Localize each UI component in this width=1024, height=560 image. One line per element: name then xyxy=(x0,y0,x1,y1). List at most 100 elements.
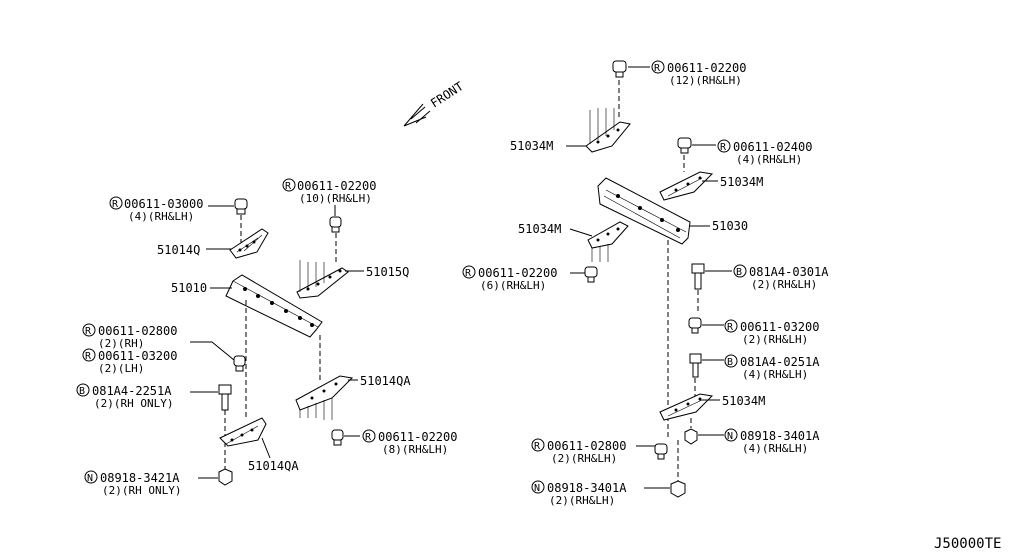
nut-icon xyxy=(684,428,698,445)
clip-icon xyxy=(612,60,627,78)
part-code: 00611-03000 xyxy=(124,197,203,211)
clip-mark-icon: R xyxy=(82,323,96,337)
svg-text:R: R xyxy=(285,181,292,192)
part-number: 51015Q xyxy=(366,265,409,279)
part-code: 081A4-2251A xyxy=(92,384,172,398)
clip-icon xyxy=(677,137,692,154)
part-number: 51034M xyxy=(518,222,561,236)
part-number: 51014QA xyxy=(248,459,299,473)
clip-icon: R xyxy=(282,178,296,192)
part-qty: (2)(RH&LH) xyxy=(551,452,617,465)
svg-text:R: R xyxy=(654,63,661,74)
part-code: 00611-02200 xyxy=(297,179,376,193)
front-arrow-icon xyxy=(403,103,431,127)
clip-mark-icon: R xyxy=(651,60,665,74)
nut-mark-icon: N xyxy=(724,428,738,442)
bolt-mark-icon: B xyxy=(76,383,90,397)
part-code: 00611-02400 xyxy=(733,140,812,154)
part-qty: (6)(RH&LH) xyxy=(480,279,546,292)
bolt-mark-icon: B xyxy=(733,264,747,278)
clip-mark-icon: R xyxy=(717,139,731,153)
part-code: 08918-3421A xyxy=(100,471,180,485)
part-code: 081A4-0251A xyxy=(740,355,820,369)
bolt-icon xyxy=(689,353,702,378)
svg-text:B: B xyxy=(727,357,733,368)
bolt-mark-icon: B xyxy=(724,354,738,368)
part-number: 51030 xyxy=(712,219,748,233)
part-code: 00611-02200 xyxy=(667,61,746,75)
clip-mark-icon: R xyxy=(724,319,738,333)
nut-mark-icon: N xyxy=(84,470,98,484)
svg-text:B: B xyxy=(736,267,742,278)
part-number: 51034M xyxy=(722,394,765,408)
part-number: 51034M xyxy=(720,175,763,189)
part-code: 00611-02200 xyxy=(478,266,557,280)
clip-icon xyxy=(584,266,598,283)
part-number: 51010 xyxy=(171,281,207,295)
clip-mark-icon: R xyxy=(82,348,96,362)
nut-icon xyxy=(670,480,686,498)
clip-mark-icon: R xyxy=(362,429,376,443)
member-51030 xyxy=(597,177,691,245)
part-code: 00611-02800 xyxy=(547,439,626,453)
part-qty: (4)(RH&LH) xyxy=(742,442,808,455)
clip-icon xyxy=(233,355,246,372)
svg-text:R: R xyxy=(534,441,541,452)
part-number: 51014QA xyxy=(360,374,411,388)
part-qty: (2)(RH ONLY) xyxy=(94,397,173,410)
part-qty: (2)(LH) xyxy=(98,362,144,375)
bracket-51034m-left xyxy=(587,221,629,262)
part-qty: (4)(RH&LH) xyxy=(128,210,194,223)
bolt-icon xyxy=(218,384,232,411)
member-51010 xyxy=(225,274,323,338)
bolt-icon xyxy=(691,263,705,290)
part-qty: (2)(RH&LH) xyxy=(549,494,615,507)
part-qty: (4)(RH&LH) xyxy=(736,153,802,166)
part-qty: (2)(RH) xyxy=(98,337,144,350)
part-code: 081A4-0301A xyxy=(749,265,829,279)
svg-text:R: R xyxy=(365,432,372,443)
part-number: 51014Q xyxy=(157,243,200,257)
nut-icon xyxy=(218,468,233,486)
clip-mark-icon: R xyxy=(531,438,545,452)
diagram-id: J50000TE xyxy=(934,536,1001,552)
svg-text:R: R xyxy=(465,268,472,279)
bracket-51014q xyxy=(229,228,269,259)
part-qty: (8)(RH&LH) xyxy=(382,443,448,456)
clip-icon xyxy=(654,443,668,460)
bracket-51015q xyxy=(296,260,349,299)
part-qty: (10)(RH&LH) xyxy=(299,192,372,205)
part-code: 00611-03200 xyxy=(740,320,819,334)
front-label: FRONT xyxy=(428,79,466,110)
nut-mark-icon: N xyxy=(531,480,545,494)
bracket-51014qa-lower xyxy=(219,417,267,447)
part-code: 00611-02200 xyxy=(378,430,457,444)
clip-mark-icon: R xyxy=(109,196,123,210)
clip-icon xyxy=(688,317,702,334)
clip-icon xyxy=(331,429,344,446)
part-number: 51034M xyxy=(510,139,553,153)
part-code: 08918-3401A xyxy=(740,429,820,443)
bracket-51034m-right xyxy=(659,171,714,201)
bracket-51034m-bottom xyxy=(659,393,714,421)
svg-text:R: R xyxy=(727,322,734,333)
svg-text:R: R xyxy=(112,199,119,210)
svg-text:B: B xyxy=(79,386,85,397)
part-qty: (4)(RH&LH) xyxy=(742,368,808,381)
svg-text:R: R xyxy=(85,351,92,362)
svg-text:N: N xyxy=(87,473,93,484)
bracket-51034m-top xyxy=(585,108,631,153)
clip-icon xyxy=(329,216,342,233)
part-qty: (12)(RH&LH) xyxy=(669,74,742,87)
part-qty: (2)(RH ONLY) xyxy=(102,484,181,497)
clip-icon xyxy=(234,198,248,215)
clip-mark-icon: R xyxy=(462,265,476,279)
svg-text:N: N xyxy=(727,431,733,442)
part-code: 08918-3401A xyxy=(547,481,627,495)
part-code: 00611-02800 xyxy=(98,324,177,338)
svg-text:R: R xyxy=(85,326,92,337)
svg-text:R: R xyxy=(720,142,727,153)
part-qty: (2)(RH&LH) xyxy=(751,278,817,291)
part-code: 00611-03200 xyxy=(98,349,177,363)
